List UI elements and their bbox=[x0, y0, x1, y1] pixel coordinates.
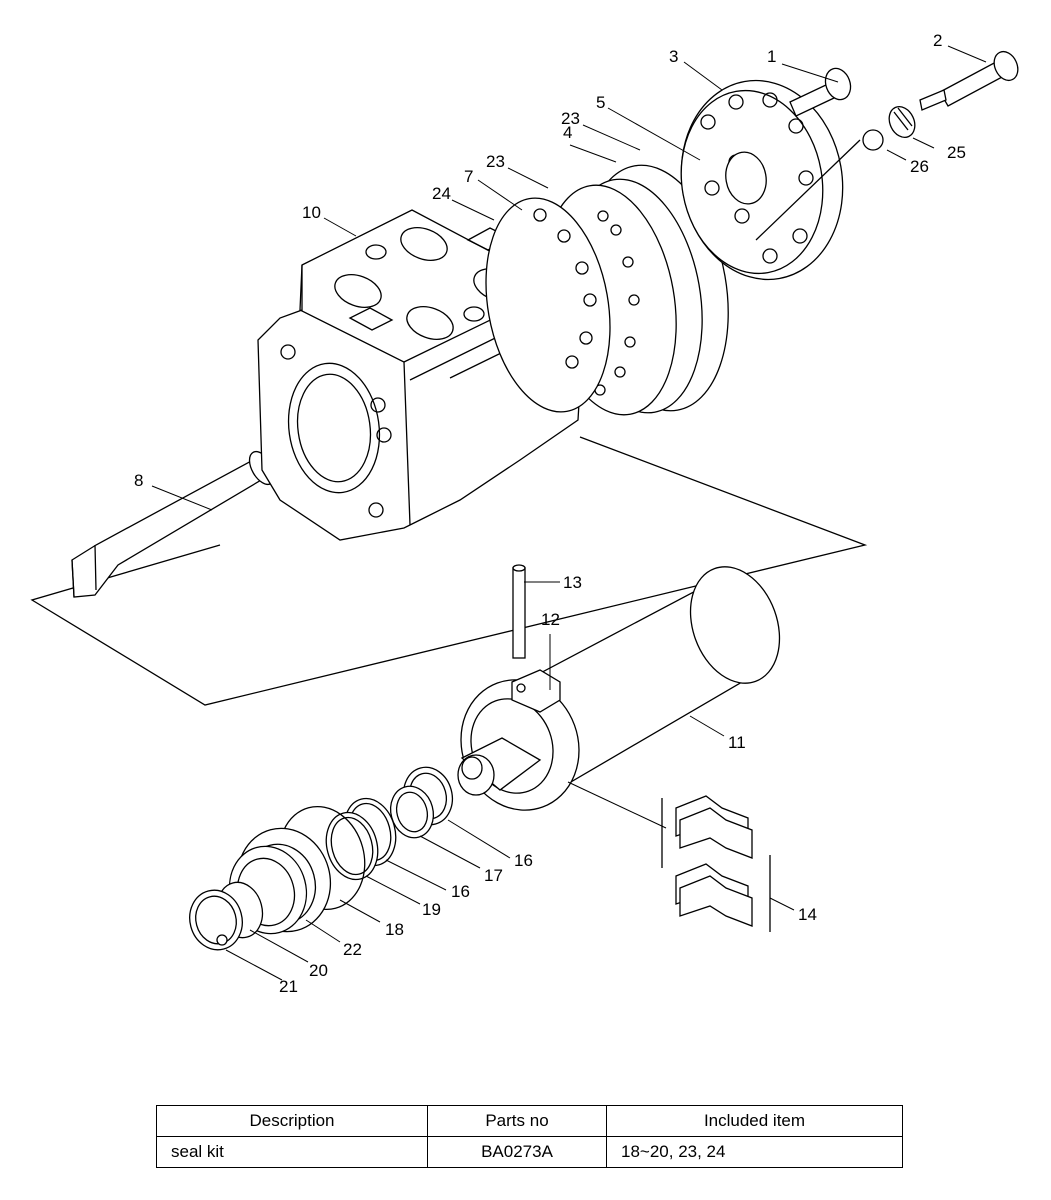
column-header-parts-no: Parts no bbox=[427, 1105, 607, 1137]
callout-4: 4 bbox=[563, 123, 572, 142]
part-pin bbox=[512, 564, 526, 659]
leader-lines bbox=[151, 45, 987, 981]
callout-25: 25 bbox=[947, 143, 966, 162]
callout-24: 24 bbox=[432, 184, 451, 203]
callout-16-right: 16 bbox=[514, 851, 533, 870]
callout-14: 14 bbox=[798, 905, 817, 924]
callout-17: 17 bbox=[484, 866, 503, 885]
callout-23-upper: 23 bbox=[561, 109, 580, 128]
callout-1: 1 bbox=[767, 47, 776, 66]
callout-7: 7 bbox=[464, 167, 473, 186]
callout-11: 11 bbox=[728, 733, 746, 752]
part-rotor-plates bbox=[485, 164, 729, 416]
callout-5: 5 bbox=[596, 93, 605, 112]
cell-included-item: 18~20, 23, 24 bbox=[606, 1136, 903, 1168]
callout-16-left: 16 bbox=[451, 882, 470, 901]
callout-22: 22 bbox=[343, 940, 362, 959]
seal-kit-table: Description Parts no Included item seal … bbox=[156, 1105, 903, 1168]
callout-20: 20 bbox=[309, 961, 328, 980]
callout-12: 12 bbox=[541, 610, 560, 629]
part-centering-springs bbox=[661, 795, 771, 932]
callout-13: 13 bbox=[563, 573, 582, 592]
callout-labels: 1 2 3 5 23 4 23 7 24 10 25 26 8 13 12 11… bbox=[134, 31, 966, 996]
callout-19: 19 bbox=[422, 900, 441, 919]
part-ball bbox=[862, 129, 884, 151]
cell-parts-no: BA0273A bbox=[427, 1136, 607, 1168]
callout-3: 3 bbox=[669, 47, 678, 66]
part-check-valve-bolt bbox=[919, 50, 1019, 111]
callout-2: 2 bbox=[933, 31, 942, 50]
column-header-included-item: Included item bbox=[606, 1105, 903, 1137]
callout-8: 8 bbox=[134, 471, 143, 490]
callout-18: 18 bbox=[385, 920, 404, 939]
part-spring bbox=[888, 105, 916, 139]
part-end-cover bbox=[680, 79, 844, 281]
column-header-description: Description bbox=[156, 1105, 428, 1137]
exploded-parts-diagram: 1 2 3 5 23 4 23 7 24 10 25 26 8 13 12 11… bbox=[30, 31, 1019, 996]
table-row: seal kit BA0273A 18~20, 23, 24 bbox=[156, 1136, 903, 1168]
part-bolt bbox=[789, 67, 852, 117]
part-retaining-ring bbox=[189, 889, 243, 951]
callout-23-lower: 23 bbox=[486, 152, 505, 171]
callout-21: 21 bbox=[279, 977, 298, 996]
part-seal-rings bbox=[278, 766, 454, 911]
table-header-row: Description Parts no Included item bbox=[156, 1105, 903, 1137]
part-sleeve bbox=[457, 566, 781, 811]
cell-description: seal kit bbox=[156, 1136, 428, 1168]
callout-10: 10 bbox=[302, 203, 321, 222]
callout-26: 26 bbox=[910, 157, 929, 176]
